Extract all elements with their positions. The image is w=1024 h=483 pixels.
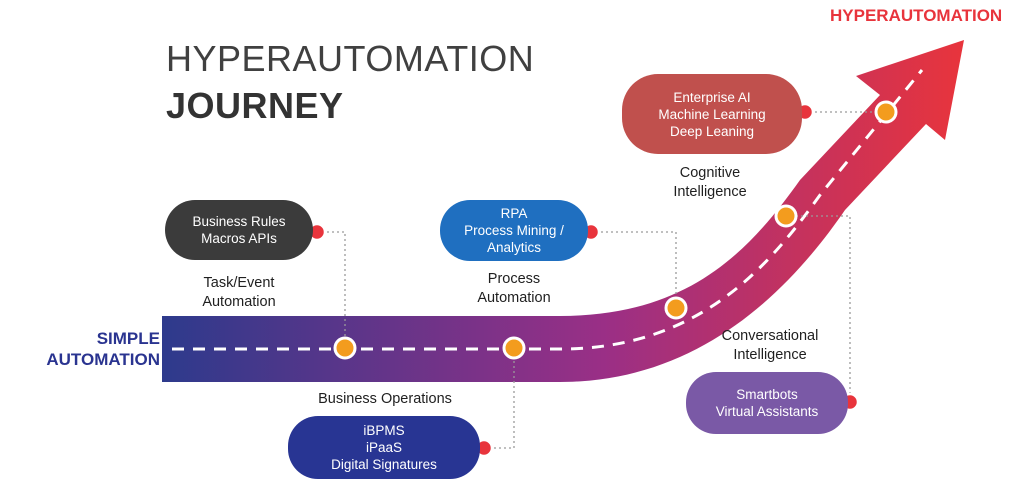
pill-text: Machine Learning [658, 106, 766, 122]
pill-text: Virtual Assistants [715, 404, 819, 419]
pill-text: Business Rules [192, 214, 286, 229]
connector-business-rules [317, 231, 346, 348]
pill-text: Deep Leaning [669, 123, 755, 139]
stage-label-task-event: Task/Event Automation [170, 274, 308, 312]
pill-text: iBPMS [363, 423, 405, 438]
milestones [333, 100, 898, 360]
pill-rpa: RPA Process Mining / Analytics [440, 200, 588, 261]
start-label-line-2: AUTOMATION [46, 350, 160, 369]
milestone-3 [664, 296, 688, 320]
start-label-line-1: SIMPLE [96, 329, 160, 348]
road-center-dashes [172, 69, 924, 351]
stage-label-line: Business Operations [318, 391, 452, 407]
stage-label-line: Intelligence [733, 347, 807, 363]
stage-label-conversational: Conversational Intelligence [690, 327, 850, 365]
connector-rpa [591, 231, 677, 308]
stage-label-line: Cognitive [679, 165, 741, 181]
pill-smartbots: Smartbots Virtual Assistants [686, 372, 848, 434]
milestone-5 [874, 100, 898, 124]
pill-business-rules: Business Rules Macros APIs [165, 200, 313, 260]
pill-text: Analytics [486, 240, 542, 255]
journey-road [162, 40, 964, 382]
stage-label-line: Process [487, 271, 541, 287]
stage-label-cognitive: Cognitive Intelligence [640, 164, 780, 202]
pill-text: iPaaS [365, 440, 403, 455]
pill-ibpms: iBPMS iPaaS Digital Signatures [288, 416, 480, 479]
connector-smartbots [786, 215, 851, 402]
pill-text: Process Mining / [464, 223, 564, 238]
title-line-2: JOURNEY [166, 85, 344, 126]
stage-label-line: Task/Event [203, 275, 275, 291]
stage-label-line: Intelligence [673, 184, 747, 200]
pill-enterprise-ai: Enterprise AI Machine Learning Deep Lean… [622, 74, 802, 154]
milestone-1 [333, 336, 357, 360]
connector-ibpms [484, 349, 515, 449]
stage-label-line: Automation [477, 290, 551, 306]
milestone-2 [502, 336, 526, 360]
pill-text: Digital Signatures [331, 457, 437, 472]
milestone-4 [774, 204, 798, 228]
start-label: SIMPLE AUTOMATION [10, 328, 160, 370]
stage-label-business-operations: Business Operations [300, 390, 470, 409]
stage-label-line: Automation [202, 294, 276, 310]
connector-lines [317, 111, 886, 449]
pill-text: Enterprise AI [673, 89, 751, 105]
pill-text: Smartbots [736, 387, 798, 402]
pill-text: RPA [500, 206, 528, 221]
title-line-1: HYPERAUTOMATION [166, 38, 535, 79]
end-label: HYPERAUTOMATION [830, 6, 1003, 25]
pill-text: Macros APIs [201, 231, 277, 246]
stage-label-line: Conversational [721, 328, 819, 344]
stage-label-process: Process Automation [445, 270, 583, 308]
